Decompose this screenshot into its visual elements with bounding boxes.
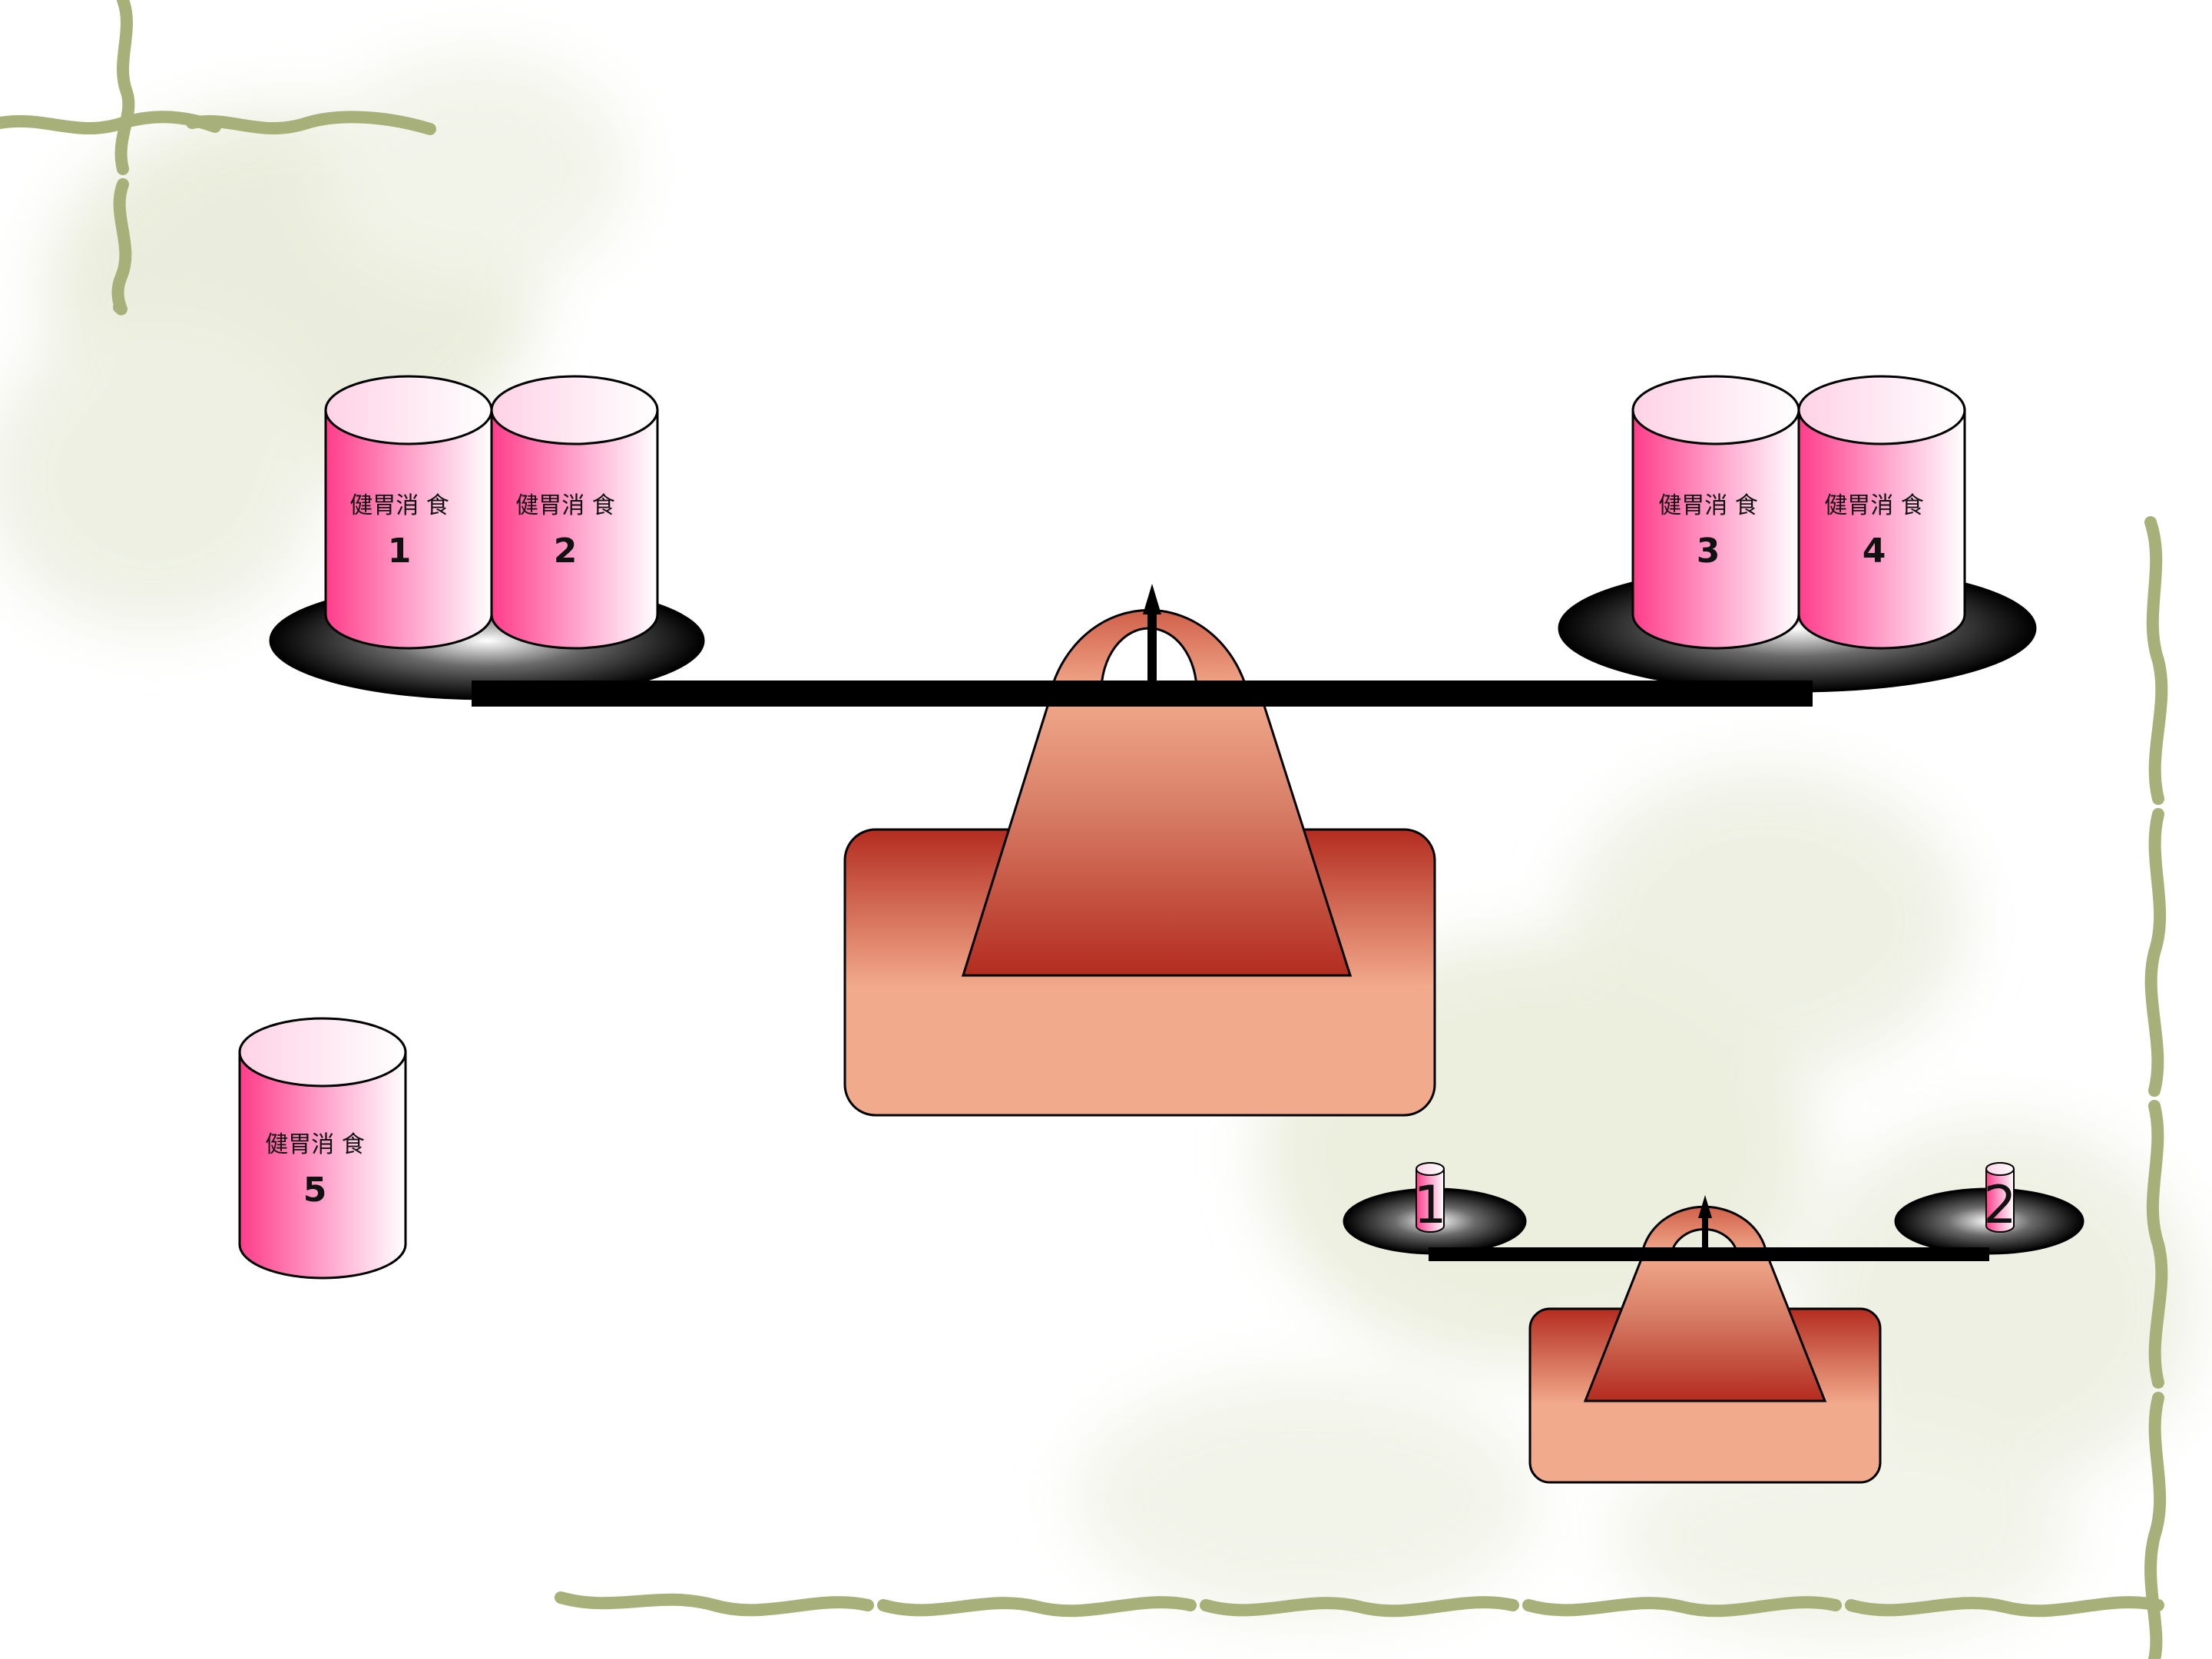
scale-needle [1143, 584, 1161, 684]
can-number: 1 [388, 531, 412, 571]
can-number: 5 [303, 1171, 327, 1210]
can-4[interactable]: 健胃消 食 4 [1797, 375, 1966, 650]
small-weight-1[interactable]: 1 [1413, 1162, 1447, 1236]
vine-border-top-left [0, 0, 436, 316]
vine-border-right [2144, 516, 2168, 1659]
can-number: 3 [1697, 531, 1720, 571]
small-weight-number: 1 [1413, 1175, 1446, 1236]
can-label: 健胃消 食 [1658, 492, 1758, 519]
can-label: 健胃消 食 [265, 1131, 365, 1158]
big-scale: 健胃消 食 1 健胃消 食 2 健胃消 食 3 健胃消 食 4 [269, 375, 2037, 1117]
can-number: 2 [554, 531, 578, 571]
can-2[interactable]: 健胃消 食 2 [490, 375, 659, 650]
can-1[interactable]: 健胃消 食 1 [324, 375, 493, 650]
small-scale-arch [1641, 1205, 1768, 1255]
can-label: 健胃消 食 [1824, 492, 1924, 519]
background-foliage [0, 54, 2197, 1644]
can-3[interactable]: 健胃消 食 3 [1631, 375, 1800, 650]
can-label: 健胃消 食 [515, 492, 615, 519]
small-scale-beam [1429, 1247, 1989, 1261]
small-scale: 1 2 [1343, 1162, 2085, 1484]
small-scale-needle [1698, 1195, 1712, 1250]
can-5[interactable]: 健胃消 食 5 [238, 1017, 407, 1280]
can-label: 健胃消 食 [349, 492, 449, 519]
small-weight-number: 2 [1983, 1175, 2016, 1236]
scale-pillar [961, 690, 1353, 977]
can-number: 4 [1863, 531, 1886, 571]
vine-border-bottom [555, 1591, 2164, 1618]
small-weight-2[interactable]: 2 [1983, 1162, 2017, 1236]
scale-beam [472, 680, 1813, 707]
